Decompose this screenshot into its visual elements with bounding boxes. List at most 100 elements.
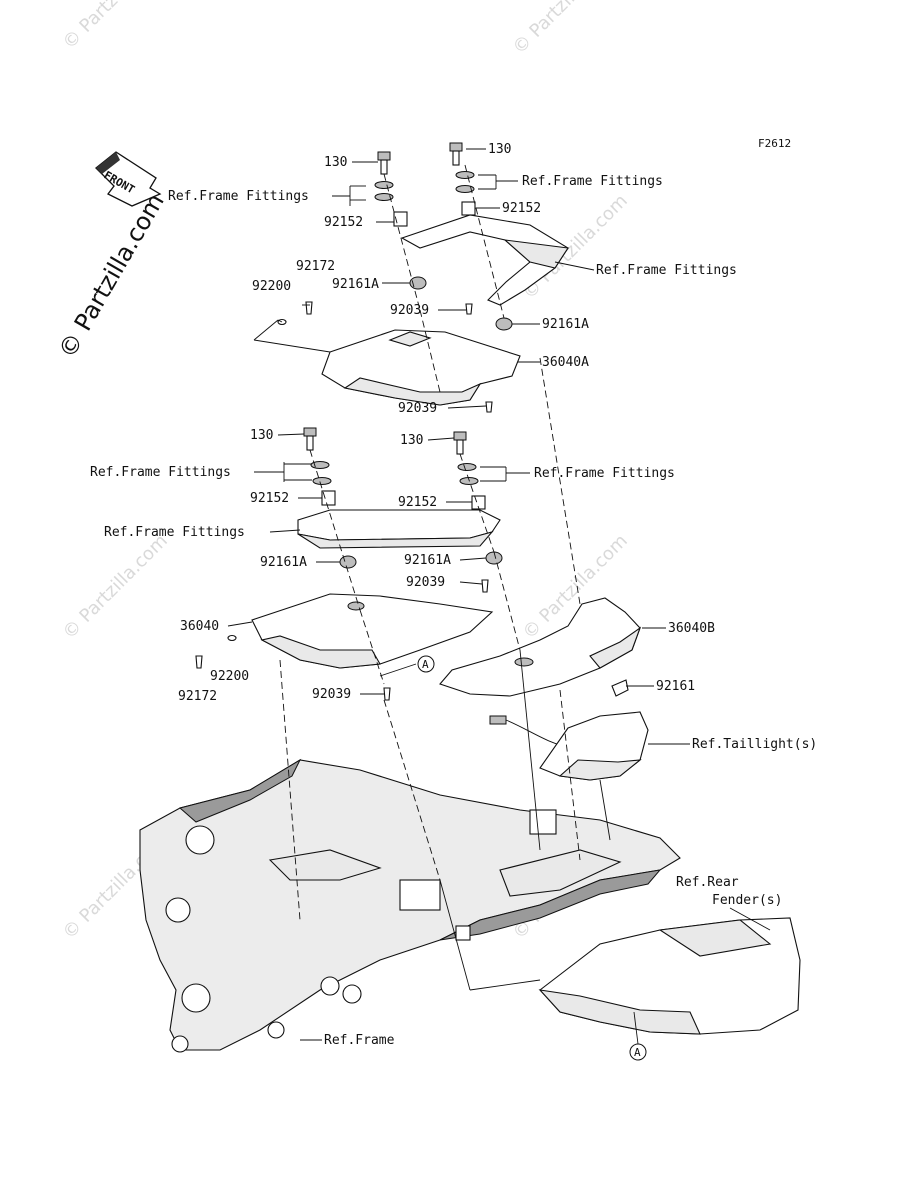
label-ref-frame-fittings: Ref.Frame Fittings [534, 466, 675, 481]
washer-92200 [227, 634, 237, 642]
label-ref-frame-fittings: Ref.Frame Fittings [104, 525, 245, 540]
rear-fender-underside [538, 989, 701, 1035]
bolt-130-head [449, 142, 463, 152]
leader-lines [227, 148, 771, 1041]
frame-tube-end [185, 825, 215, 855]
label-ref-frame-fittings: Ref.Frame Fittings [596, 263, 737, 278]
frame-top-tube [178, 758, 302, 823]
label-92152: 92152 [324, 215, 363, 230]
rear-cover-assembly [439, 597, 649, 781]
frame-bracket [455, 925, 471, 941]
washer [374, 181, 394, 189]
label-ref-taillight: Ref.Taillight(s) [692, 737, 817, 752]
callout-a-text: A [422, 658, 429, 671]
washer [455, 185, 475, 193]
rear-fender [538, 917, 801, 1035]
cover-36040B-hole [514, 657, 534, 667]
frame-bracket [529, 809, 557, 835]
grommet-92161A [485, 551, 503, 565]
front-arrow-icon: FRONT [95, 151, 162, 207]
cover-36040A-underside [343, 377, 482, 406]
label-ref-frame-fittings: Ref.Frame Fittings [90, 465, 231, 480]
bolt-130-head [303, 427, 317, 437]
frame-boss [267, 1021, 285, 1039]
rear-fender-top [658, 919, 772, 957]
label-92161A: 92161A [332, 277, 379, 292]
washer [312, 477, 332, 485]
label-92200: 92200 [252, 279, 291, 294]
label-ref-rear: Ref.Rear [676, 875, 739, 890]
label-92039: 92039 [390, 303, 429, 318]
callout-a-text: A [634, 1046, 641, 1059]
dashed-alignment-lines [279, 164, 581, 921]
frame-boss [181, 983, 211, 1013]
label-92152: 92152 [398, 495, 437, 510]
label-92161: 92161 [656, 679, 695, 694]
callout-a-upper: A [417, 655, 435, 673]
watermark-text: © Partzilla.com [509, 0, 622, 59]
cover-36040B-side [589, 626, 642, 669]
label-92200: 92200 [210, 669, 249, 684]
label-92039: 92039 [312, 687, 351, 702]
collar-92152 [321, 490, 336, 506]
cover-36040B [439, 597, 641, 697]
cover-36040-hole [347, 601, 365, 611]
connector-icon [489, 715, 507, 725]
label-92161A: 92161A [542, 317, 589, 332]
collar-92152 [461, 201, 476, 216]
bolt-130-shank [380, 159, 388, 175]
label-130: 130 [400, 433, 423, 448]
frame-boss [320, 976, 340, 996]
washer [457, 463, 477, 471]
label-92152: 92152 [502, 201, 541, 216]
label-ref-frame-fittings: Ref.Frame Fittings [522, 174, 663, 189]
label-130: 130 [324, 155, 347, 170]
grommet-92161A [495, 317, 513, 331]
copyright-text: © Partzilla.com [53, 189, 170, 363]
clip-92039 [485, 401, 493, 413]
watermark-text: © Partzilla.com [59, 530, 172, 643]
washer [455, 171, 475, 179]
label-92172: 92172 [296, 259, 335, 274]
bolt-130-shank [306, 435, 314, 451]
screw-92172 [305, 301, 313, 315]
bolt-130-head [377, 151, 391, 161]
label-36040: 36040 [180, 619, 219, 634]
watermark-text: © Partzilla.com [59, 0, 172, 54]
figure-code: F2612 [758, 137, 791, 150]
frame-crossmember [268, 849, 382, 881]
label-92172: 92172 [178, 689, 217, 704]
label-ref-frame: Ref.Frame [324, 1033, 395, 1048]
frame-lower-rail [439, 869, 662, 941]
label-36040A: 36040A [542, 355, 589, 370]
frame-bracket [399, 879, 441, 911]
grommet-92161A [339, 555, 357, 569]
upper-grab-rail [400, 214, 569, 306]
callout-a-lower: A [629, 1043, 647, 1061]
label-92039: 92039 [398, 401, 437, 416]
clip-92039 [481, 579, 489, 593]
label-92152: 92152 [250, 491, 289, 506]
grab-rail-side [503, 239, 569, 269]
label-130: 130 [250, 428, 273, 443]
middle-grab-rail-side [297, 530, 494, 549]
washer [374, 193, 394, 201]
label-92161A: 92161A [404, 553, 451, 568]
cover-36040-underside [260, 635, 381, 669]
frame-boss [171, 1035, 189, 1053]
label-ref-frame-fittings: Ref.Frame Fittings [168, 189, 309, 204]
screw-92172 [195, 655, 203, 669]
bolt-130-head [453, 431, 467, 441]
frame-crossmember [499, 849, 622, 897]
clip-92039 [383, 687, 391, 701]
bolt-130-shank [456, 439, 464, 455]
frame-boss [165, 897, 191, 923]
solid-alignment-lines [379, 649, 639, 1045]
middle-assembly [195, 427, 503, 701]
label-36040B: 36040B [668, 621, 715, 636]
bracket-92161 [611, 679, 629, 697]
frame-boss [342, 984, 362, 1004]
cover-36040A-boss [388, 331, 432, 347]
bolt-130-shank [452, 150, 460, 166]
